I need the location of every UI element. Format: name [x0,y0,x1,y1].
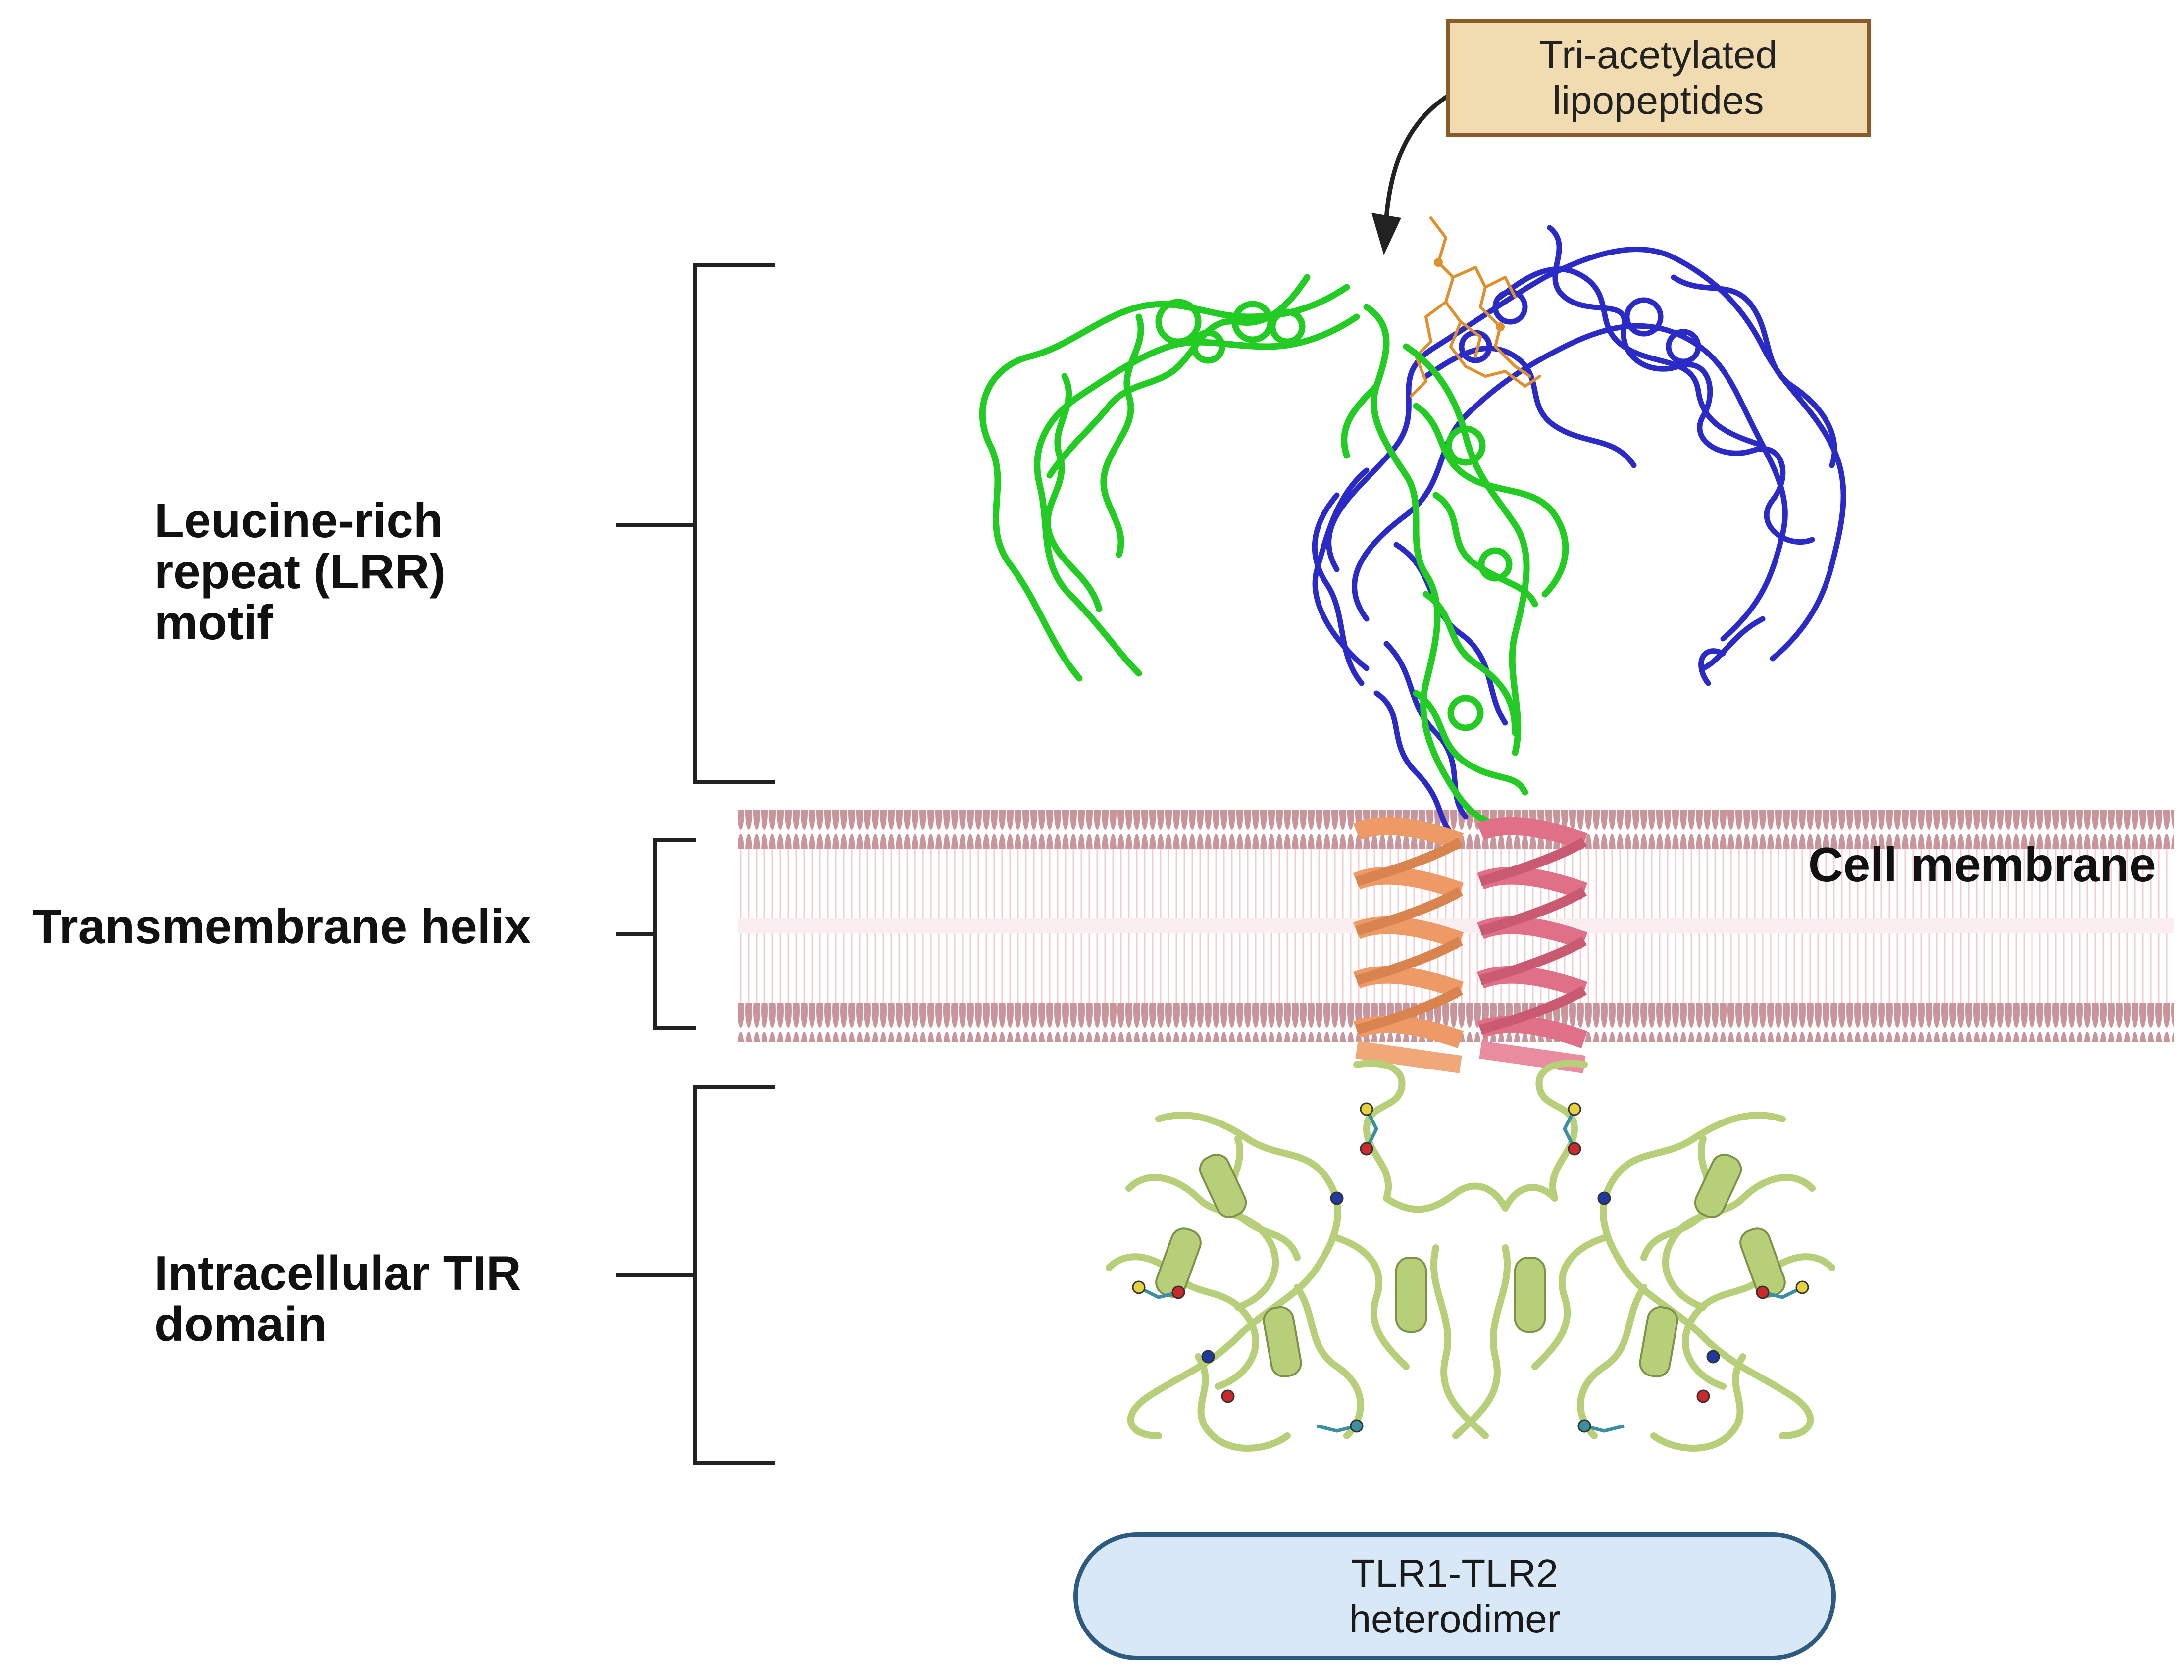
complex-label-line-2: heterodimer [1349,1597,1561,1641]
tlr-green-ectodomain [979,274,1569,827]
ligand-label-box: Tri-acetylated lipopeptides [1446,19,1871,137]
lrr-motif-label: Leucine-rich repeat (LRR) motif [154,495,640,648]
helix-orange-back [1355,837,1463,1035]
lrr-bracket [616,263,775,784]
helix-pink-back [1479,837,1587,1035]
tir-bracket [616,1085,775,1465]
lipopeptide-ligand [1410,216,1541,398]
tir-domain-dimer [1106,1060,1835,1452]
lrr-label-line-2: repeat (LRR) [154,544,446,599]
transmembrane-helix-label: Transmembrane helix [32,899,531,954]
ligand-label-line-1: Tri-acetylated [1539,33,1778,77]
complex-label-line-1: TLR1-TLR2 [1351,1551,1558,1595]
tir-label-line-2: domain [154,1296,327,1351]
lrr-label-line-3: motif [154,595,273,650]
tir-side-chains [1132,1102,1809,1433]
tir-domain-label: Intracellular TIR domain [154,1248,640,1350]
lrr-label-line-1: Leucine-rich [154,493,443,548]
cell-membrane-label: Cell membrane [1808,837,2156,892]
tir-helices [1155,1153,1786,1378]
complex-label-box: TLR1-TLR2 heterodimer [1073,1532,1836,1660]
ligand-arrow [1371,92,1452,255]
tir-label-line-1: Intracellular TIR [154,1246,521,1300]
tlr-blue-ectodomain [1312,225,1846,840]
transmembrane-helices [1353,817,1588,1073]
transmembrane-bracket [616,838,696,1030]
ligand-label-line-2: lipopeptides [1552,78,1764,122]
